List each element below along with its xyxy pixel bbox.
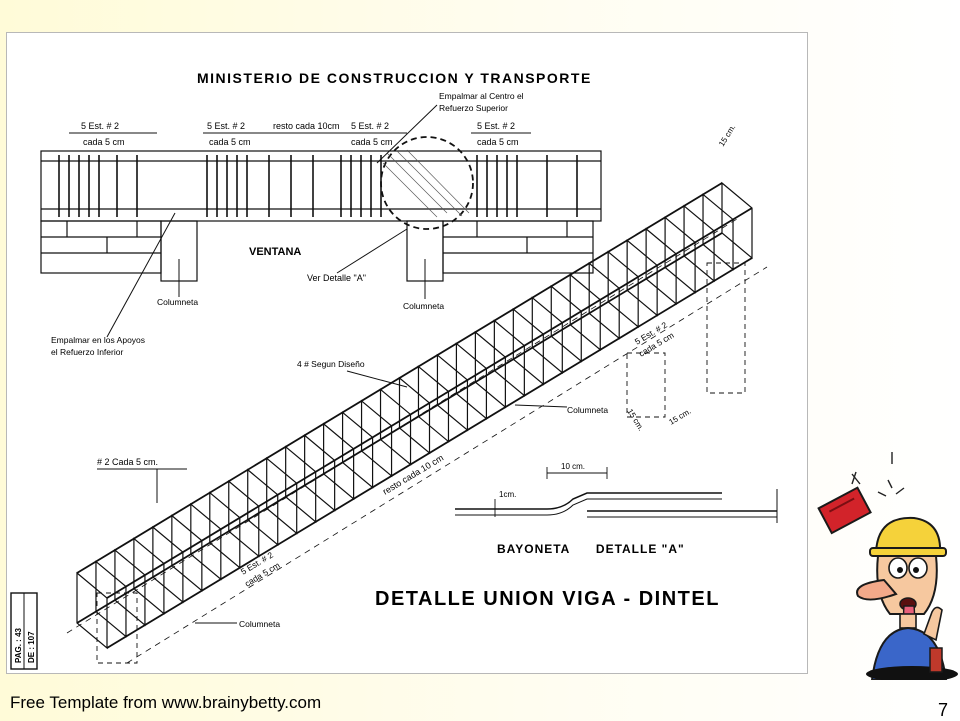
label-spacing-right: cada 5 cm [477, 137, 519, 147]
brick-icon [817, 486, 872, 535]
technical-drawing: MINISTERIO DE CONSTRUCCION Y TRANSPORTE [6, 32, 808, 674]
label-columneta-3: Columneta [567, 405, 608, 415]
label-dim-15b: 15 cm. [667, 407, 692, 427]
label-ver-detalle: Ver Detalle "A" [307, 273, 366, 283]
label-dim-15a: 15 cm. [625, 407, 645, 432]
sheet-ref-de: DE : 107 [27, 631, 36, 663]
label-ventana: VENTANA [249, 246, 301, 258]
label-dim-10: 10 cm. [561, 462, 585, 471]
label-empalmar-apoyos-2: el Refuerzo Inferior [51, 347, 123, 357]
footer-credit: Free Template from www.brainybetty.com [10, 693, 322, 712]
cage-stirrups [76, 181, 753, 650]
detail-title: BAYONETA DETALLE "A" [497, 542, 685, 556]
label-columneta-1: Columneta [157, 297, 198, 307]
drawing-title: DETALLE UNION VIGA - DINTEL [375, 588, 720, 610]
label-spacing-mid: cada 5 cm [209, 137, 251, 147]
label-spacing-left: cada 5 cm [83, 137, 125, 147]
label-segun-diseno: 4 # Segun Diseño [297, 359, 365, 369]
label-stirrups-mid: 5 Est. # 2 [207, 121, 245, 131]
label-spacing-right-mid: cada 5 cm [351, 137, 393, 147]
drawing-header: MINISTERIO DE CONSTRUCCION Y TRANSPORTE [197, 70, 592, 86]
label-empalmar-centro-1: Empalmar al Centro el [439, 91, 524, 101]
label-dim-1: 1cm. [499, 490, 516, 499]
bayoneta-detail [455, 467, 778, 523]
sheet-ref-box: PAG. : 43 DE : 107 [10, 592, 38, 670]
label-columneta-4: Columneta [239, 619, 280, 629]
page-number: 7 [937, 700, 948, 720]
label-rest: resto cada 10cm [273, 121, 340, 131]
label-dim-15-top: 15 cm. [717, 123, 737, 148]
label-empalmar-apoyos-1: Empalmar en los Apoyos [51, 335, 145, 345]
construction-worker-clipart [812, 444, 960, 682]
label-stirrups-right-mid: 5 Est. # 2 [351, 121, 389, 131]
label-stirrups-right: 5 Est. # 2 [477, 121, 515, 131]
label-cada5: # 2 Cada 5 cm. [97, 457, 158, 467]
sheet-ref-pag: PAG. : 43 [14, 627, 23, 663]
label-columneta-2: Columneta [403, 301, 444, 311]
label-empalmar-centro-2: Refuerzo Superior [439, 103, 508, 113]
beam-elevation [40, 136, 602, 282]
label-stirrups-left: 5 Est. # 2 [81, 121, 119, 131]
